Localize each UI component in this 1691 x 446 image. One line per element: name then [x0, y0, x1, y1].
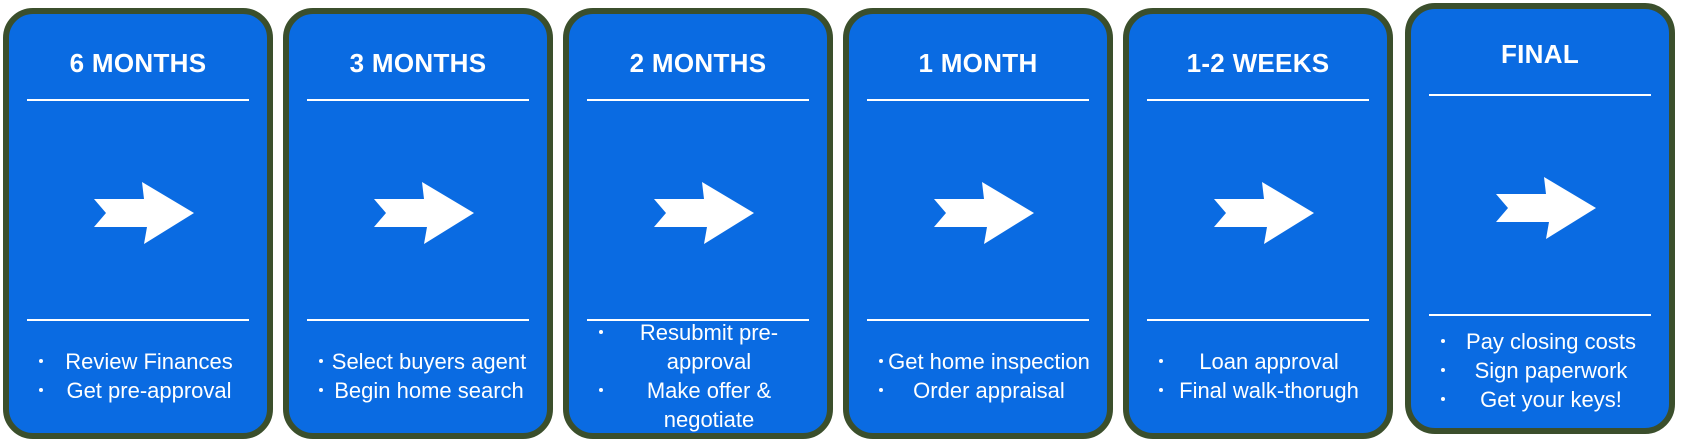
- list-item: Final walk-thorugh: [1143, 376, 1377, 405]
- list-item-text: Review Finances: [65, 348, 233, 374]
- divider: [587, 319, 809, 321]
- card-title: 3 MONTHS: [349, 48, 487, 78]
- bullet-icon: [39, 387, 43, 392]
- card-title: 1-2 WEEKS: [1186, 48, 1330, 78]
- card-title: FINAL: [1500, 39, 1580, 69]
- list-item-text: Pay closing costs: [1466, 329, 1636, 354]
- list-item: Resubmit pre-approval: [583, 318, 817, 376]
- list-item-text: Final walk-thorugh: [1179, 377, 1359, 403]
- divider: [867, 319, 1089, 321]
- divider: [307, 319, 529, 321]
- bullet-icon: [599, 387, 603, 392]
- list-item-text: Get your keys!: [1480, 387, 1622, 412]
- right-arrow-icon: [94, 182, 194, 244]
- divider: [1147, 99, 1369, 101]
- bullet-icon: [319, 387, 323, 392]
- list-item-text: Begin home search: [334, 377, 524, 403]
- list-item: Make offer & negotiate: [583, 376, 817, 434]
- right-arrow-icon: [934, 182, 1034, 244]
- list-item-text: Select buyers agent: [331, 348, 527, 374]
- bullet-icon: [1441, 368, 1445, 372]
- divider: [1147, 319, 1369, 321]
- list-item: Select buyers agent: [303, 347, 537, 376]
- list-item-text: Order appraisal: [913, 377, 1065, 403]
- list-item-text: Get pre-approval: [66, 377, 232, 403]
- card-title: 2 MONTHS: [629, 48, 767, 78]
- list-item: Begin home search: [303, 376, 537, 405]
- list-item-text: Loan approval: [1199, 348, 1339, 374]
- bullet-icon: [1441, 339, 1445, 343]
- right-arrow-icon: [1496, 177, 1596, 239]
- right-arrow-icon: [374, 182, 474, 244]
- list-item: Get home inspection: [863, 347, 1097, 376]
- right-arrow-icon: [1214, 182, 1314, 244]
- right-arrow-icon: [654, 182, 754, 244]
- divider: [1429, 94, 1651, 96]
- list-item: Order appraisal: [863, 376, 1097, 405]
- bullet-icon: [39, 358, 43, 363]
- divider: [307, 99, 529, 101]
- bullet-icon: [879, 358, 883, 363]
- list-item: Loan approval: [1143, 347, 1377, 376]
- divider: [867, 99, 1089, 101]
- list-item: Get pre-approval: [23, 376, 257, 405]
- bullet-icon: [1159, 358, 1163, 363]
- divider: [27, 99, 249, 101]
- divider: [27, 319, 249, 321]
- bullet-icon: [599, 329, 603, 334]
- list-item-text: Resubmit pre-approval: [639, 319, 779, 374]
- bullet-icon: [319, 358, 323, 363]
- bullet-icon: [1159, 387, 1163, 392]
- list-item: Sign paperwork: [1425, 356, 1659, 385]
- list-item-text: Get home inspection: [888, 348, 1090, 374]
- card-title: 6 MONTHS: [69, 48, 207, 78]
- bullet-icon: [879, 387, 883, 392]
- list-item-text: Sign paperwork: [1474, 358, 1628, 383]
- list-item: Get your keys!: [1425, 385, 1659, 414]
- list-item: Review Finances: [23, 347, 257, 376]
- divider: [587, 99, 809, 101]
- divider: [1429, 314, 1651, 316]
- bullet-icon: [1441, 397, 1445, 401]
- card-title: 1 MONTH: [918, 48, 1038, 78]
- list-item: Pay closing costs: [1425, 327, 1659, 356]
- list-item-text: Make offer & negotiate: [646, 377, 772, 432]
